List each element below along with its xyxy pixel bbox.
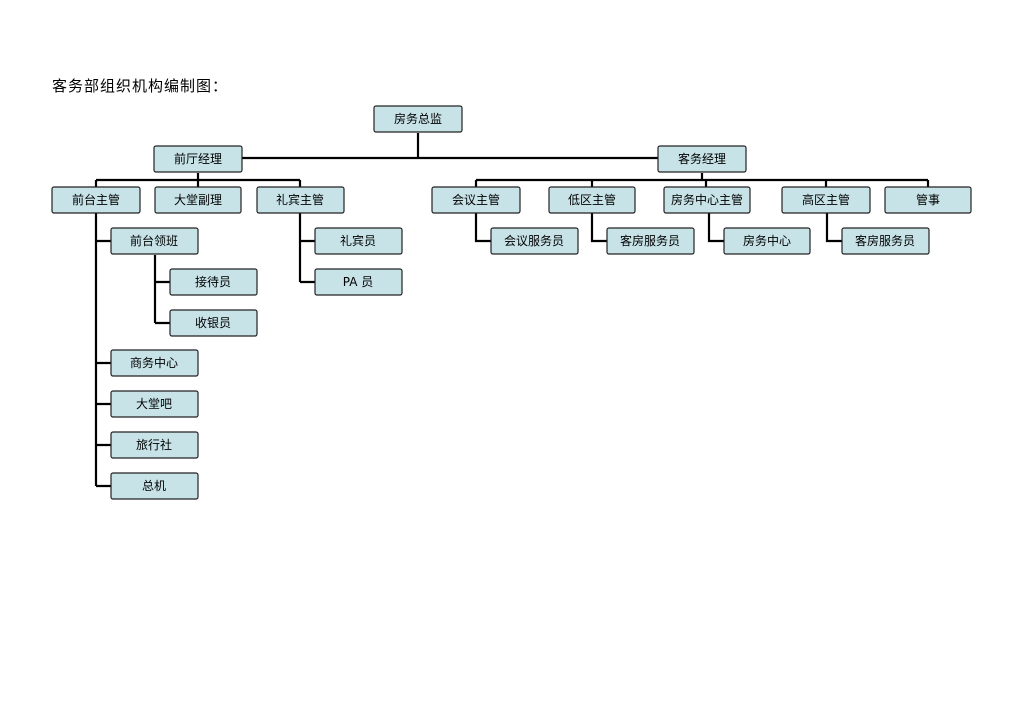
node-pa-staff: PA 员: [314, 268, 403, 296]
svg-text:前厅经理: 前厅经理: [174, 151, 222, 166]
node-high-zone-supervisor: 高区主管: [781, 186, 871, 214]
svg-text:客房服务员: 客房服务员: [620, 233, 680, 248]
svg-text:会议服务员: 会议服务员: [504, 233, 564, 248]
node-business-center: 商务中心: [110, 349, 199, 377]
node-housekeeping-center: 房务中心: [723, 227, 811, 255]
connector-concierge-trunk: [298, 213, 315, 284]
node-housekeeping-center-supervisor: 房务中心主管: [663, 186, 751, 214]
svg-text:低区主管: 低区主管: [568, 192, 616, 207]
connector-housekeeping: [474, 173, 930, 187]
node-low-zone-supervisor: 低区主管: [548, 186, 636, 214]
node-conference-attendant: 会议服务员: [490, 227, 579, 255]
node-steward: 管事: [884, 186, 972, 214]
svg-text:旅行社: 旅行社: [136, 437, 172, 452]
node-travel-agency: 旅行社: [110, 431, 199, 459]
svg-text:会议主管: 会议主管: [452, 192, 500, 207]
svg-text:客房服务员: 客房服务员: [855, 233, 915, 248]
node-concierge-supervisor: 礼宾主管: [256, 186, 345, 214]
node-assistant-manager: 大堂副理: [154, 186, 242, 214]
node-conference-supervisor: 会议主管: [431, 186, 521, 214]
node-room-attendant-low: 客房服务员: [606, 227, 695, 255]
connector-front-office: [94, 173, 302, 187]
node-switchboard: 总机: [110, 472, 199, 500]
svg-text:收银员: 收银员: [195, 316, 231, 330]
node-receptionist: 接待员: [169, 268, 258, 296]
node-housekeeping-manager: 客务经理: [657, 145, 747, 173]
svg-text:PA 员: PA 员: [343, 275, 374, 289]
svg-text:前台领班: 前台领班: [130, 233, 178, 248]
node-front-desk-leader: 前台领班: [110, 227, 199, 255]
node-front-desk-supervisor: 前台主管: [51, 186, 141, 214]
connector-lines: [94, 133, 930, 488]
svg-text:接待员: 接待员: [195, 274, 231, 289]
svg-text:大堂吧: 大堂吧: [136, 397, 172, 411]
svg-text:大堂副理: 大堂副理: [174, 193, 222, 207]
svg-text:房务总监: 房务总监: [394, 111, 442, 126]
connector-housekeeping-staff: [474, 213, 842, 243]
svg-text:高区主管: 高区主管: [802, 192, 850, 207]
node-cashier: 收银员: [169, 309, 258, 337]
connector-leader-trunk: [153, 255, 170, 325]
connector-front-desk-branches: [96, 239, 111, 488]
svg-text:礼宾员: 礼宾员: [340, 233, 376, 248]
node-front-office-manager: 前厅经理: [153, 145, 243, 173]
node-room-attendant-high: 客房服务员: [841, 227, 930, 255]
svg-text:房务中心: 房务中心: [743, 233, 791, 248]
svg-text:客务经理: 客务经理: [678, 151, 726, 166]
page-title: 客务部组织机构编制图：: [52, 77, 229, 95]
node-director: 房务总监: [373, 105, 463, 133]
svg-text:房务中心主管: 房务中心主管: [671, 192, 743, 207]
svg-text:商务中心: 商务中心: [130, 355, 178, 370]
svg-text:总机: 总机: [142, 479, 166, 493]
svg-text:礼宾主管: 礼宾主管: [276, 192, 324, 207]
node-lobby-bar: 大堂吧: [110, 390, 199, 418]
svg-text:管事: 管事: [916, 192, 940, 207]
svg-text:前台主管: 前台主管: [72, 192, 120, 207]
node-bellman: 礼宾员: [314, 227, 403, 255]
